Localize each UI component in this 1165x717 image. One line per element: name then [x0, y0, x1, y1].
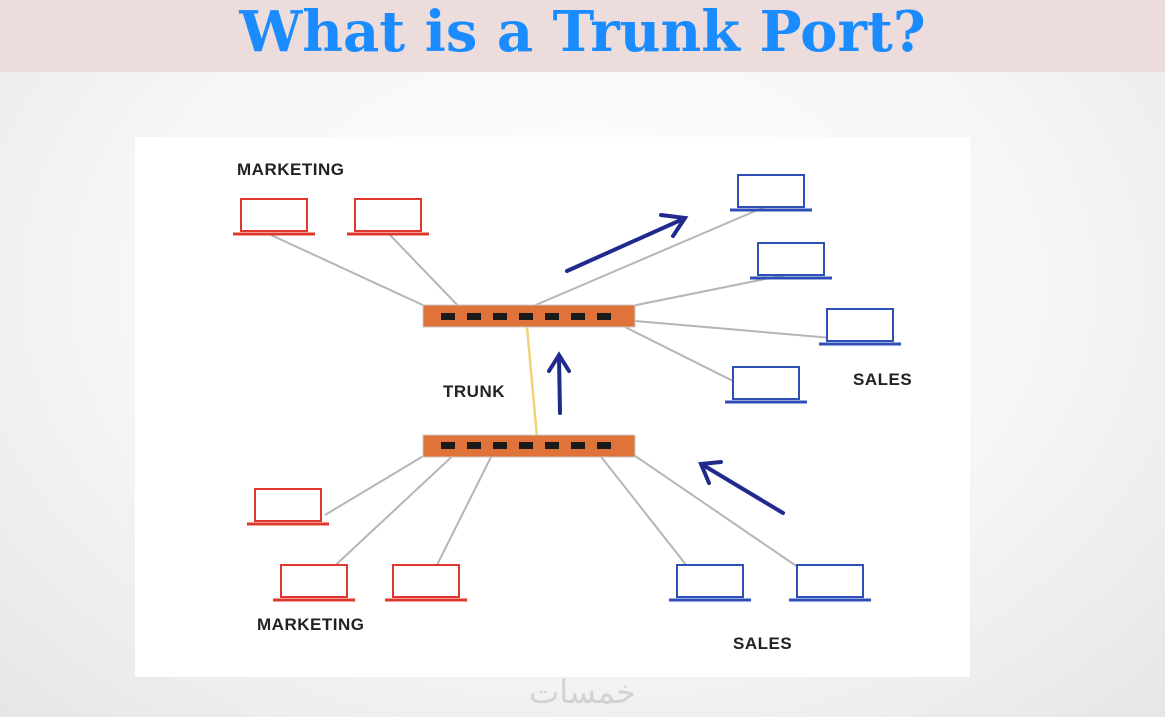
sales-laptop-top-4	[725, 366, 807, 404]
label-marketing-top: MARKETING	[237, 160, 344, 179]
cable	[634, 320, 856, 341]
switch-top-icon	[422, 304, 636, 328]
arrow-icon	[698, 460, 785, 515]
label-trunk: TRUNK	[443, 382, 505, 401]
label-sales-right: SALES	[853, 370, 912, 389]
sales-laptop-top-1	[730, 174, 812, 212]
marketing-laptop-top-1	[233, 198, 315, 236]
marketing-laptop-top-2	[347, 198, 429, 236]
cable	[516, 205, 768, 314]
trunk-link	[525, 326, 539, 438]
cable	[389, 234, 466, 314]
trunk-port-diagram: MARKETING SALES TRUNK MARKETING SALES	[233, 160, 912, 653]
label-marketing-bottom: MARKETING	[257, 615, 364, 634]
arrow-icon	[565, 213, 689, 273]
marketing-laptop-bottom-3	[385, 564, 467, 602]
marketing-laptop-bottom-2	[273, 564, 355, 602]
sales-laptop-bottom-2	[789, 564, 871, 602]
slide-title: What is a Trunk Port?	[239, 0, 926, 65]
switch-bottom-icon	[422, 434, 636, 458]
label-sales-bottom: SALES	[733, 634, 792, 653]
cable	[324, 448, 436, 516]
watermark-logo: خمسات	[529, 673, 636, 711]
arrow-icon	[547, 351, 571, 415]
diagram-panel: MARKETING SALES TRUNK MARKETING SALES	[135, 137, 970, 677]
cable	[624, 448, 831, 590]
sales-laptop-bottom-1	[669, 564, 751, 602]
title-bar	[0, 0, 1165, 72]
marketing-laptop-bottom-1	[247, 488, 329, 526]
sales-laptop-top-2	[750, 242, 832, 280]
sales-laptop-top-3	[819, 308, 901, 346]
cable	[270, 234, 441, 314]
